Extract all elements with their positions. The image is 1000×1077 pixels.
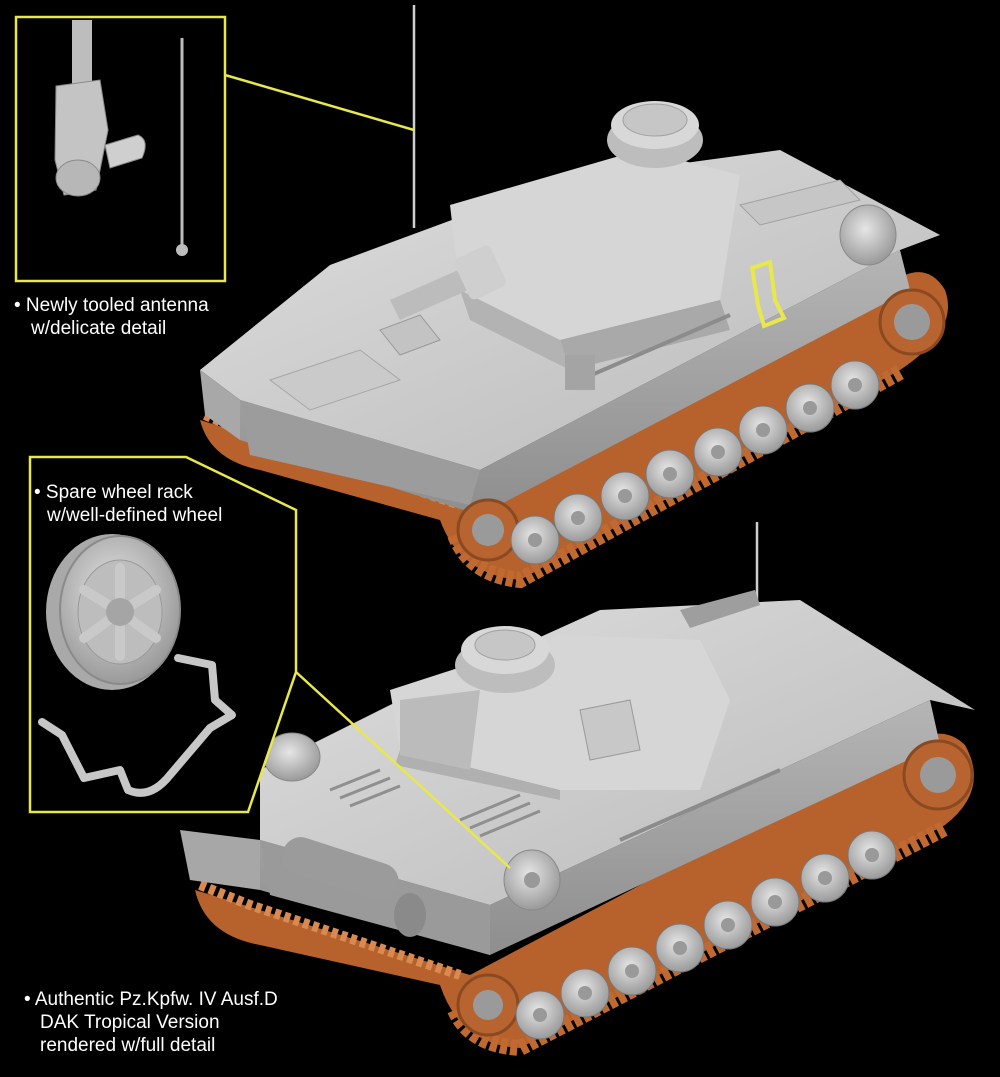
tank-caption-line1: • Authentic Pz.Kpfw. IV Ausf.D [24,989,278,1010]
antenna-caption-line2: w/delicate detail [31,318,167,339]
antenna-detail-callout [14,15,415,283]
antenna-caption: • Newly tooled antenna w/delicate detail [14,294,209,340]
spare-wheel-caption: • Spare wheel rack w/well-defined wheel [34,481,222,527]
spare-wheel-rack-highlight [749,259,787,329]
spare-wheel-caption-line1: • Spare wheel rack [34,482,193,503]
tank-caption-line3: rendered w/full detail [40,1035,216,1056]
road-wheels-top [510,360,880,565]
road-wheels-bottom [515,830,897,1040]
tank-top-view [200,5,948,589]
tank-caption: • Authentic Pz.Kpfw. IV Ausf.D DAK Tropi… [24,988,278,1057]
spare-wheel-caption-line2: w/well-defined wheel [47,505,223,526]
tank-rear-view [180,522,975,1057]
tank-caption-line2: DAK Tropical Version [40,1012,220,1033]
spare-wheel-detail-callout [28,455,511,869]
track-top [200,272,948,580]
turret-top [450,150,740,340]
antenna-caption-line1: • Newly tooled antenna [14,295,209,316]
